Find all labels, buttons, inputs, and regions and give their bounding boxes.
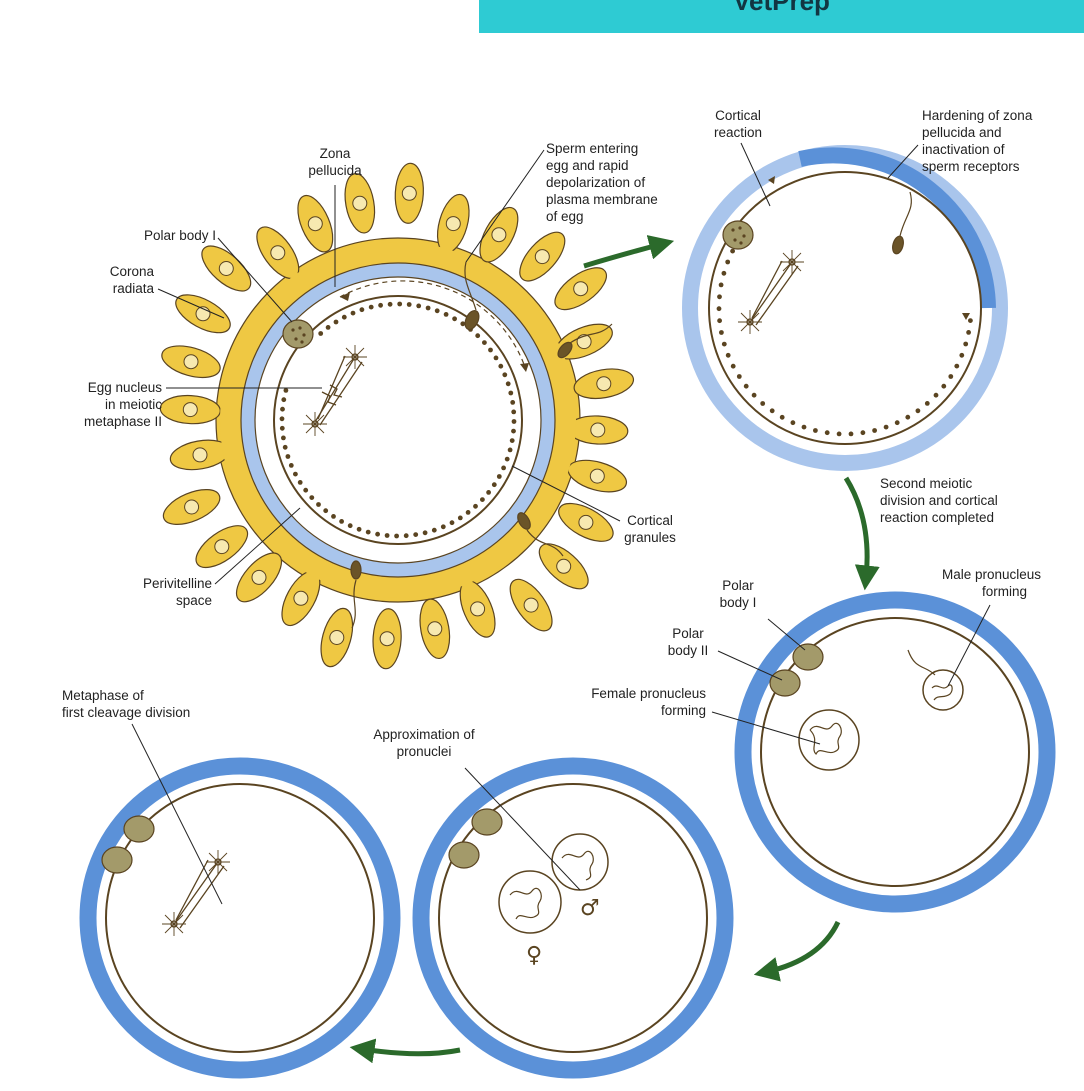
polar-body-icon <box>471 808 503 836</box>
cleavage-spindle-icon <box>162 850 230 936</box>
female-pronucleus-icon <box>798 709 860 771</box>
stage-2-egg <box>682 145 1008 471</box>
polar-body-icon <box>792 643 824 671</box>
male-pronucleus-icon <box>922 669 964 711</box>
label-polar-body-i: Polar body I <box>144 228 216 243</box>
polar-body-icon <box>282 319 314 349</box>
sperm-icon <box>892 191 912 255</box>
cortical-granules <box>279 301 517 539</box>
egg-membrane <box>438 783 708 1053</box>
polar-body-icon <box>722 220 754 250</box>
polar-body-icon <box>448 841 480 869</box>
leader-lines <box>131 142 991 905</box>
stage-4-egg: ♂ ♀ <box>412 757 734 1079</box>
polar-body-icon <box>123 815 155 843</box>
stage-arrows <box>349 235 880 1064</box>
arrow-4-to-5 <box>349 1038 461 1064</box>
arrow-3-to-4 <box>753 920 841 982</box>
meiotic-spindle-icon <box>303 345 367 436</box>
banner-title: VetPrep <box>733 0 830 16</box>
polar-body-icon <box>101 846 133 874</box>
meiotic-spindle-icon <box>738 250 804 334</box>
banner: VetPrep <box>479 0 1084 33</box>
zona-pellucida-ring <box>241 263 555 577</box>
male-pronucleus-icon <box>551 833 609 891</box>
egg-membrane <box>105 783 375 1053</box>
arrow-2-to-3 <box>843 476 880 591</box>
polar-body-icon <box>769 669 801 697</box>
male-symbol: ♂ <box>580 896 600 921</box>
sperm-icon <box>350 261 613 629</box>
female-pronucleus-icon <box>498 870 562 934</box>
stage-5-egg <box>79 757 401 1079</box>
female-symbol: ♀ <box>526 943 542 968</box>
arrow-1-to-2 <box>583 235 675 269</box>
stage-3-egg <box>734 591 1056 913</box>
stage-1-egg <box>159 162 635 670</box>
egg-membrane <box>273 295 523 545</box>
egg-membrane <box>708 171 982 445</box>
